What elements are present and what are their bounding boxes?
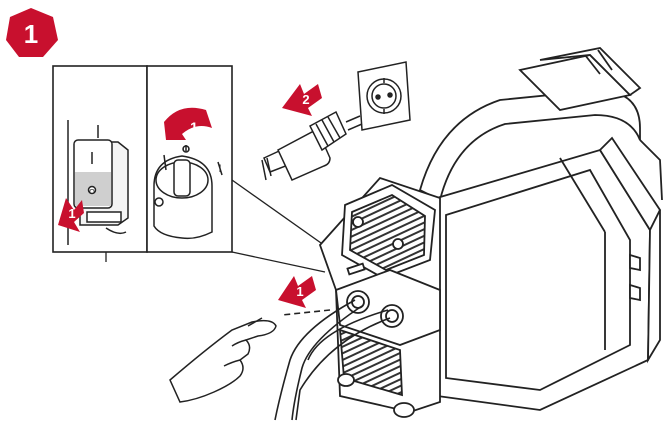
callout-label: 1 [296, 284, 303, 299]
callout-arrow-cable: 1 [278, 276, 316, 308]
callout-arrow-dial: 1 [164, 107, 212, 140]
step-number: 1 [24, 19, 38, 49]
switch-off-mark: O [89, 189, 95, 196]
step-badge-icon: 1 [6, 8, 58, 57]
rotary-dial-icon [153, 145, 223, 240]
power-plug-icon [261, 110, 363, 181]
dial-on-mark: I [218, 163, 221, 175]
wall-socket-icon [357, 61, 411, 131]
dial-off-mark: O [182, 144, 189, 154]
hand-icon [169, 317, 277, 403]
inset-leader-lines [105, 179, 339, 273]
cables [274, 299, 391, 421]
welding-machine-icon [318, 47, 663, 418]
callout-label: 2 [302, 92, 309, 107]
callout-label: 1 [190, 119, 198, 135]
callout-arrow-switch: 1 [58, 198, 84, 232]
callout-arrow-plug: 2 [282, 84, 322, 116]
callout-label: 1 [68, 206, 75, 221]
